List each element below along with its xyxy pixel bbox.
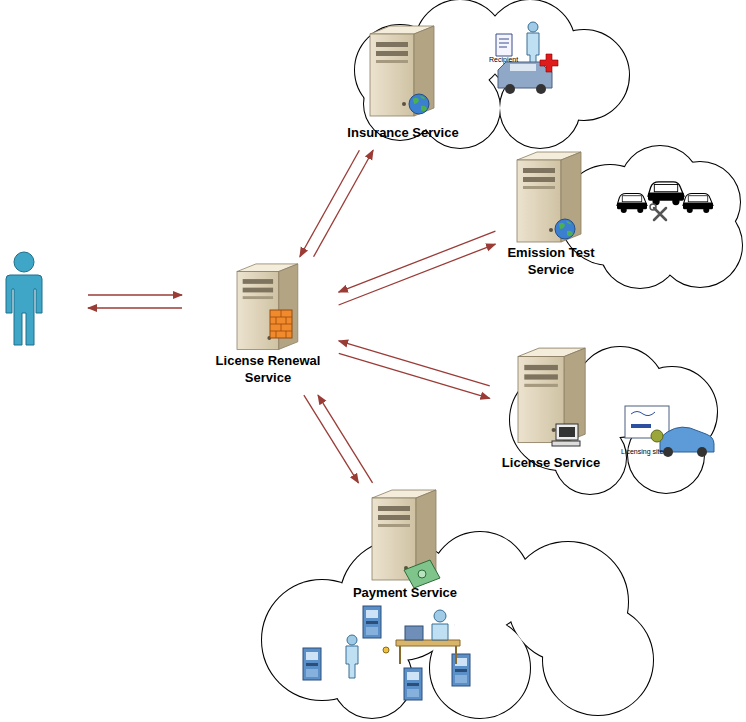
server [237, 26, 585, 580]
message-arrow [318, 395, 373, 483]
icon-caption: Licensing site [621, 448, 663, 456]
firewall-badge [270, 310, 292, 338]
server-space [347, 24, 459, 124]
message-arrow [339, 341, 490, 386]
server-space [502, 346, 601, 454]
globe-badge [555, 219, 575, 239]
service-node: License Service [496, 346, 607, 475]
user-arrows [88, 295, 182, 308]
emission-icon [617, 182, 713, 220]
service-label: Insurance Service [347, 124, 459, 141]
service-node: Emission Test Service [501, 150, 601, 282]
cloud [262, 0, 742, 718]
message-arrow [339, 353, 490, 398]
message-arrow [314, 150, 374, 257]
message-arrow [339, 244, 496, 305]
cloud-fill [262, 0, 742, 718]
service-node: Payment Service [347, 488, 464, 605]
server-space [209, 262, 327, 352]
service-node: Insurance Service [341, 24, 465, 145]
service-node: License Renewal Service [203, 262, 333, 390]
service-label: License Renewal Service [209, 352, 327, 386]
service-label: License Service [502, 454, 601, 471]
money-badge [404, 560, 440, 588]
message-arrow [300, 150, 360, 257]
monitor-badge [552, 424, 580, 446]
service-label: Emission Test Service [507, 244, 595, 278]
message-arrow [339, 231, 496, 292]
service-label: Payment Service [353, 584, 458, 601]
message-arrow [304, 395, 359, 483]
icon-caption: Recipient [489, 56, 518, 64]
user-figure [6, 252, 42, 345]
payment-icon [303, 606, 470, 700]
globe-badge [409, 94, 429, 114]
server-space [353, 488, 458, 584]
server-space [507, 150, 595, 244]
